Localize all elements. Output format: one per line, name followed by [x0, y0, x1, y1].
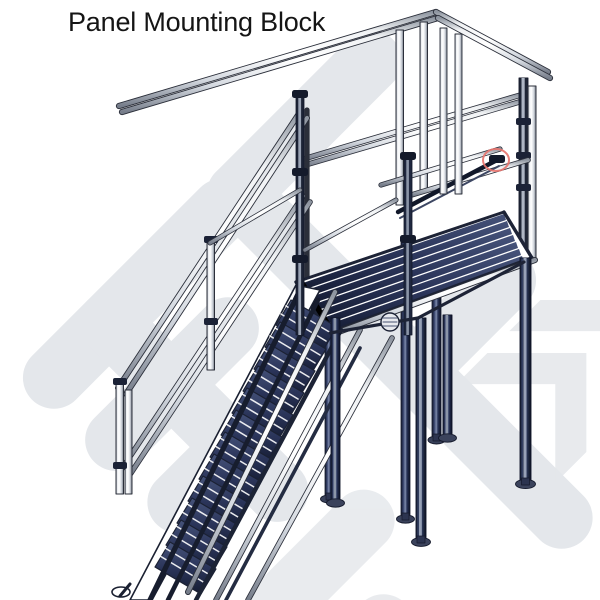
support-leg [326, 317, 345, 508]
vertical-post [292, 90, 308, 336]
vertical-post [516, 77, 537, 259]
stair-assembly [111, 284, 395, 600]
page-title: Panel Mounting Block [68, 7, 326, 37]
upper-guardrail-frame [207, 187, 399, 253]
vertical-post [400, 152, 416, 336]
stair-handrail [115, 109, 313, 479]
support-leg [411, 317, 431, 547]
support-leg [515, 257, 536, 490]
support-leg [396, 239, 415, 524]
red-circle-callout [482, 148, 510, 172]
vertical-post [113, 378, 133, 495]
diagonal-brace [328, 260, 526, 335]
support-leg [438, 314, 457, 443]
platform-assembly [111, 8, 554, 600]
vertical-post [439, 27, 463, 195]
